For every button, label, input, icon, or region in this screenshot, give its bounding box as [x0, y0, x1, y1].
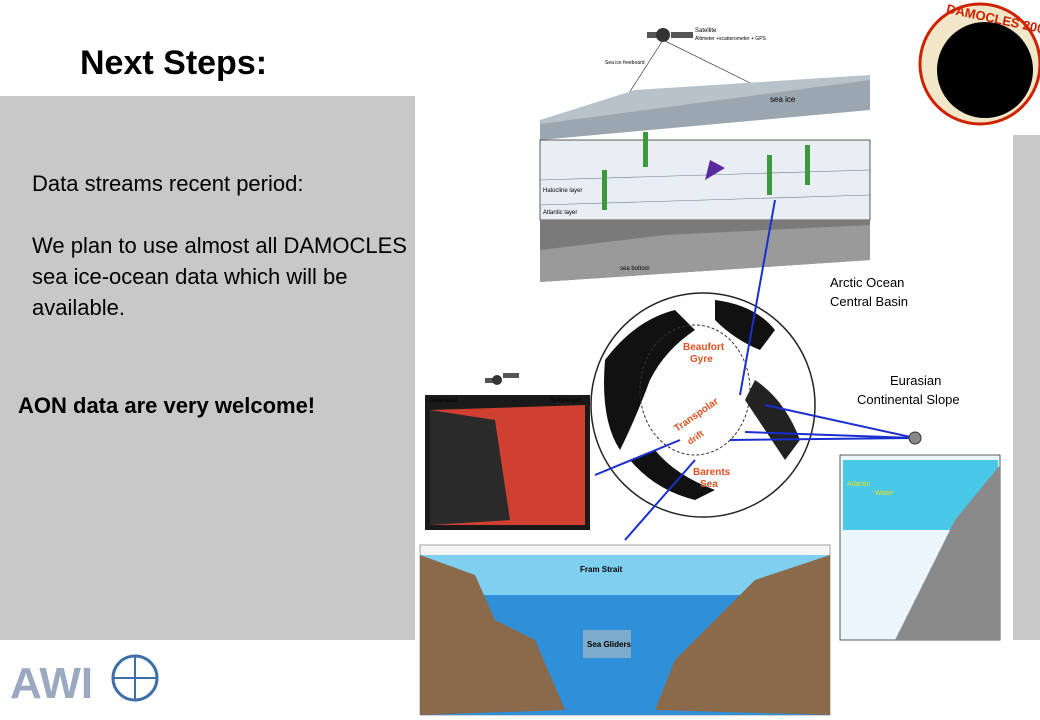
central-basin-label: Central Basin — [830, 294, 908, 309]
link-arrows — [594, 199, 916, 541]
halocline-label: Halocline layer — [543, 188, 582, 194]
satellite-label: Satellite — [695, 28, 717, 34]
right-edge-panel — [1013, 130, 1040, 640]
awi-logo-text: AWI — [10, 659, 93, 708]
sea-ice-label: sea ice — [770, 95, 796, 104]
barents-label: Barents — [693, 467, 731, 478]
satellite-small-icon — [485, 373, 519, 385]
barents-sea-label: Sea — [700, 479, 718, 490]
gyre-label: Gyre — [690, 354, 713, 365]
greenland-label: Greenland — [429, 398, 457, 404]
text-panel — [0, 96, 415, 640]
observing-system-figure: Satellite Altimeter +scatterometer + GPS… — [419, 28, 1001, 716]
slide-title: Next Steps: — [80, 44, 268, 82]
eurasian-label: Eurasian — [890, 373, 941, 388]
plan-text: We plan to use almost all DAMOCLES sea i… — [32, 233, 407, 320]
arctic-ocean-label: Arctic Ocean — [830, 275, 904, 290]
spitsbergen-label: Spitsbergen — [550, 398, 582, 404]
sea-gliders-label: Sea Gliders — [587, 640, 632, 649]
sea-bottom-label: sea bottom — [620, 266, 650, 272]
awi-logo: AWI — [10, 654, 159, 708]
fram-strait-label: Fram Strait — [580, 565, 623, 574]
satellite-icon — [647, 28, 693, 42]
continental-slope-label: Continental Slope — [857, 392, 960, 407]
freeboard-label: Sea ice freeboard — [605, 60, 645, 66]
beaufort-label: Beaufort — [683, 342, 725, 353]
data-streams-text: Data streams recent period: — [32, 171, 304, 196]
welcome-text: AON data are very welcome! — [18, 393, 316, 418]
atlantic-layer-label: Atlantic layer — [543, 210, 577, 216]
atlantic-water-label: Water — [875, 490, 894, 497]
atlantic-word-label: Atlantic — [847, 481, 870, 488]
satellite-sub-label: Altimeter +scatterometer + GPS — [695, 36, 767, 42]
damocles-logo: DAMOCLES 2009 — [905, 0, 1040, 135]
